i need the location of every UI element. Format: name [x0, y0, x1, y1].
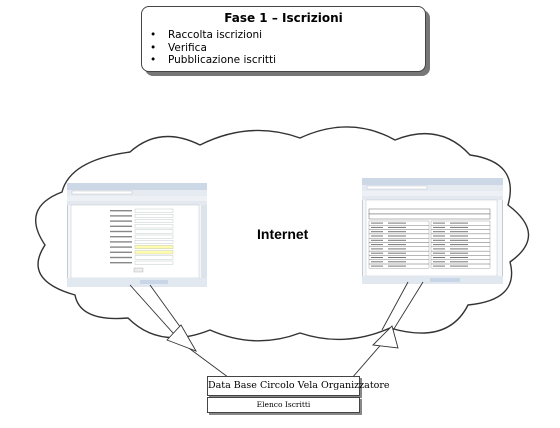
table-cell-text [450, 231, 468, 233]
phase-item-label: Pubblicazione iscritti [168, 54, 277, 66]
browser-window-form [67, 183, 207, 287]
phase-list-item: • Verifica [150, 42, 276, 55]
table-cell-text [433, 235, 445, 237]
form-row-field [134, 234, 174, 239]
table-cell-text [433, 222, 445, 224]
internet-label: Internet [257, 226, 309, 242]
table-cell-text [371, 252, 383, 254]
phase-list-item: • Raccolta iscrizioni [150, 29, 276, 42]
table-cell-text [450, 265, 468, 267]
arrowhead-left [166, 324, 198, 352]
table-cell-text [433, 248, 445, 250]
table-cell-text [371, 265, 383, 267]
phase-title: Fase 1 – Iscrizioni [224, 11, 343, 25]
connector-right-2 [381, 281, 409, 331]
form-row-label [110, 220, 132, 222]
table-cell-text [433, 265, 445, 267]
table-cell-text [371, 257, 383, 258]
table-cell-text [388, 239, 406, 241]
table-cell-text [388, 261, 406, 263]
phase-list: • Raccolta iscrizioni • Verifica • Pubblica… [150, 29, 276, 67]
bullet-icon: • [150, 54, 157, 66]
table-row-left [368, 263, 430, 269]
table-cell-text [388, 235, 406, 237]
table-cell-text [450, 244, 468, 246]
bullet-icon: • [150, 41, 157, 54]
phase-list-item: • Pubblicazione iscritti [150, 54, 276, 67]
table-cell-text [450, 261, 468, 263]
phase-item-label: Raccolta iscrizioni [168, 29, 263, 41]
table-cell-text [371, 261, 383, 263]
table-cell-text [371, 239, 383, 241]
table-cell-text [388, 244, 406, 246]
table-cell-text [433, 239, 445, 241]
table-cell-text [371, 248, 383, 250]
form-row-label [110, 246, 132, 248]
table-cell-text [371, 226, 383, 228]
form-row-field [134, 260, 174, 265]
form-row-field [134, 208, 174, 213]
form-row-field [134, 250, 174, 255]
form-row-label [110, 215, 132, 217]
form-row-field [134, 245, 174, 249]
form-row-label [110, 251, 132, 253]
table-cell-text [433, 226, 445, 228]
table-cell-text [388, 231, 406, 233]
table-cell-text [450, 222, 468, 224]
table-cell-text [371, 222, 383, 224]
table-cell-text [388, 226, 406, 228]
form-row-label [110, 225, 132, 227]
form-row-label [110, 241, 132, 243]
phase-item-label: Verifica [168, 41, 207, 54]
form-row-label [110, 230, 132, 233]
arrowhead-right [372, 325, 399, 349]
table-cell-text [450, 226, 468, 228]
table-cell-text [371, 244, 383, 246]
form-row-field [134, 229, 174, 234]
table-cell-text [450, 239, 468, 241]
table-row-right [430, 263, 491, 269]
form-row-field [134, 219, 174, 223]
form-row-field [134, 255, 174, 260]
form-row-field [134, 240, 174, 244]
registrants-list-box: Elenco Iscritti [207, 397, 360, 413]
table-cell-text [450, 235, 468, 237]
form-row-label [110, 210, 132, 212]
table-cell-text [371, 235, 383, 237]
table-cell-text [388, 222, 406, 224]
table-cell-text [388, 248, 406, 250]
table-cell-text [433, 244, 445, 246]
phase-box: Fase 1 – Iscrizioni • Raccolta iscrizioni… [141, 6, 426, 72]
form-row-field [134, 214, 174, 218]
table-cell-text [388, 257, 406, 258]
form-row-label [110, 256, 132, 259]
form-row-field [134, 224, 174, 229]
browser-window-table [362, 178, 503, 284]
table-cell-text [371, 231, 383, 233]
table-cell-text [450, 248, 468, 250]
table-cell-text [388, 265, 406, 267]
table-cell-text [388, 252, 406, 254]
table-cell-text [433, 252, 445, 254]
table-cell-text [433, 231, 445, 233]
table-cell-text [450, 252, 468, 254]
bullet-icon: • [150, 29, 157, 41]
form-row-label [110, 262, 132, 264]
table-cell-text [433, 257, 445, 258]
table-cell-text [433, 261, 445, 263]
database-box: Data Base Circolo Vela Organizzatore [207, 376, 390, 396]
form-row-label [110, 236, 132, 238]
table-cell-text [450, 257, 468, 258]
